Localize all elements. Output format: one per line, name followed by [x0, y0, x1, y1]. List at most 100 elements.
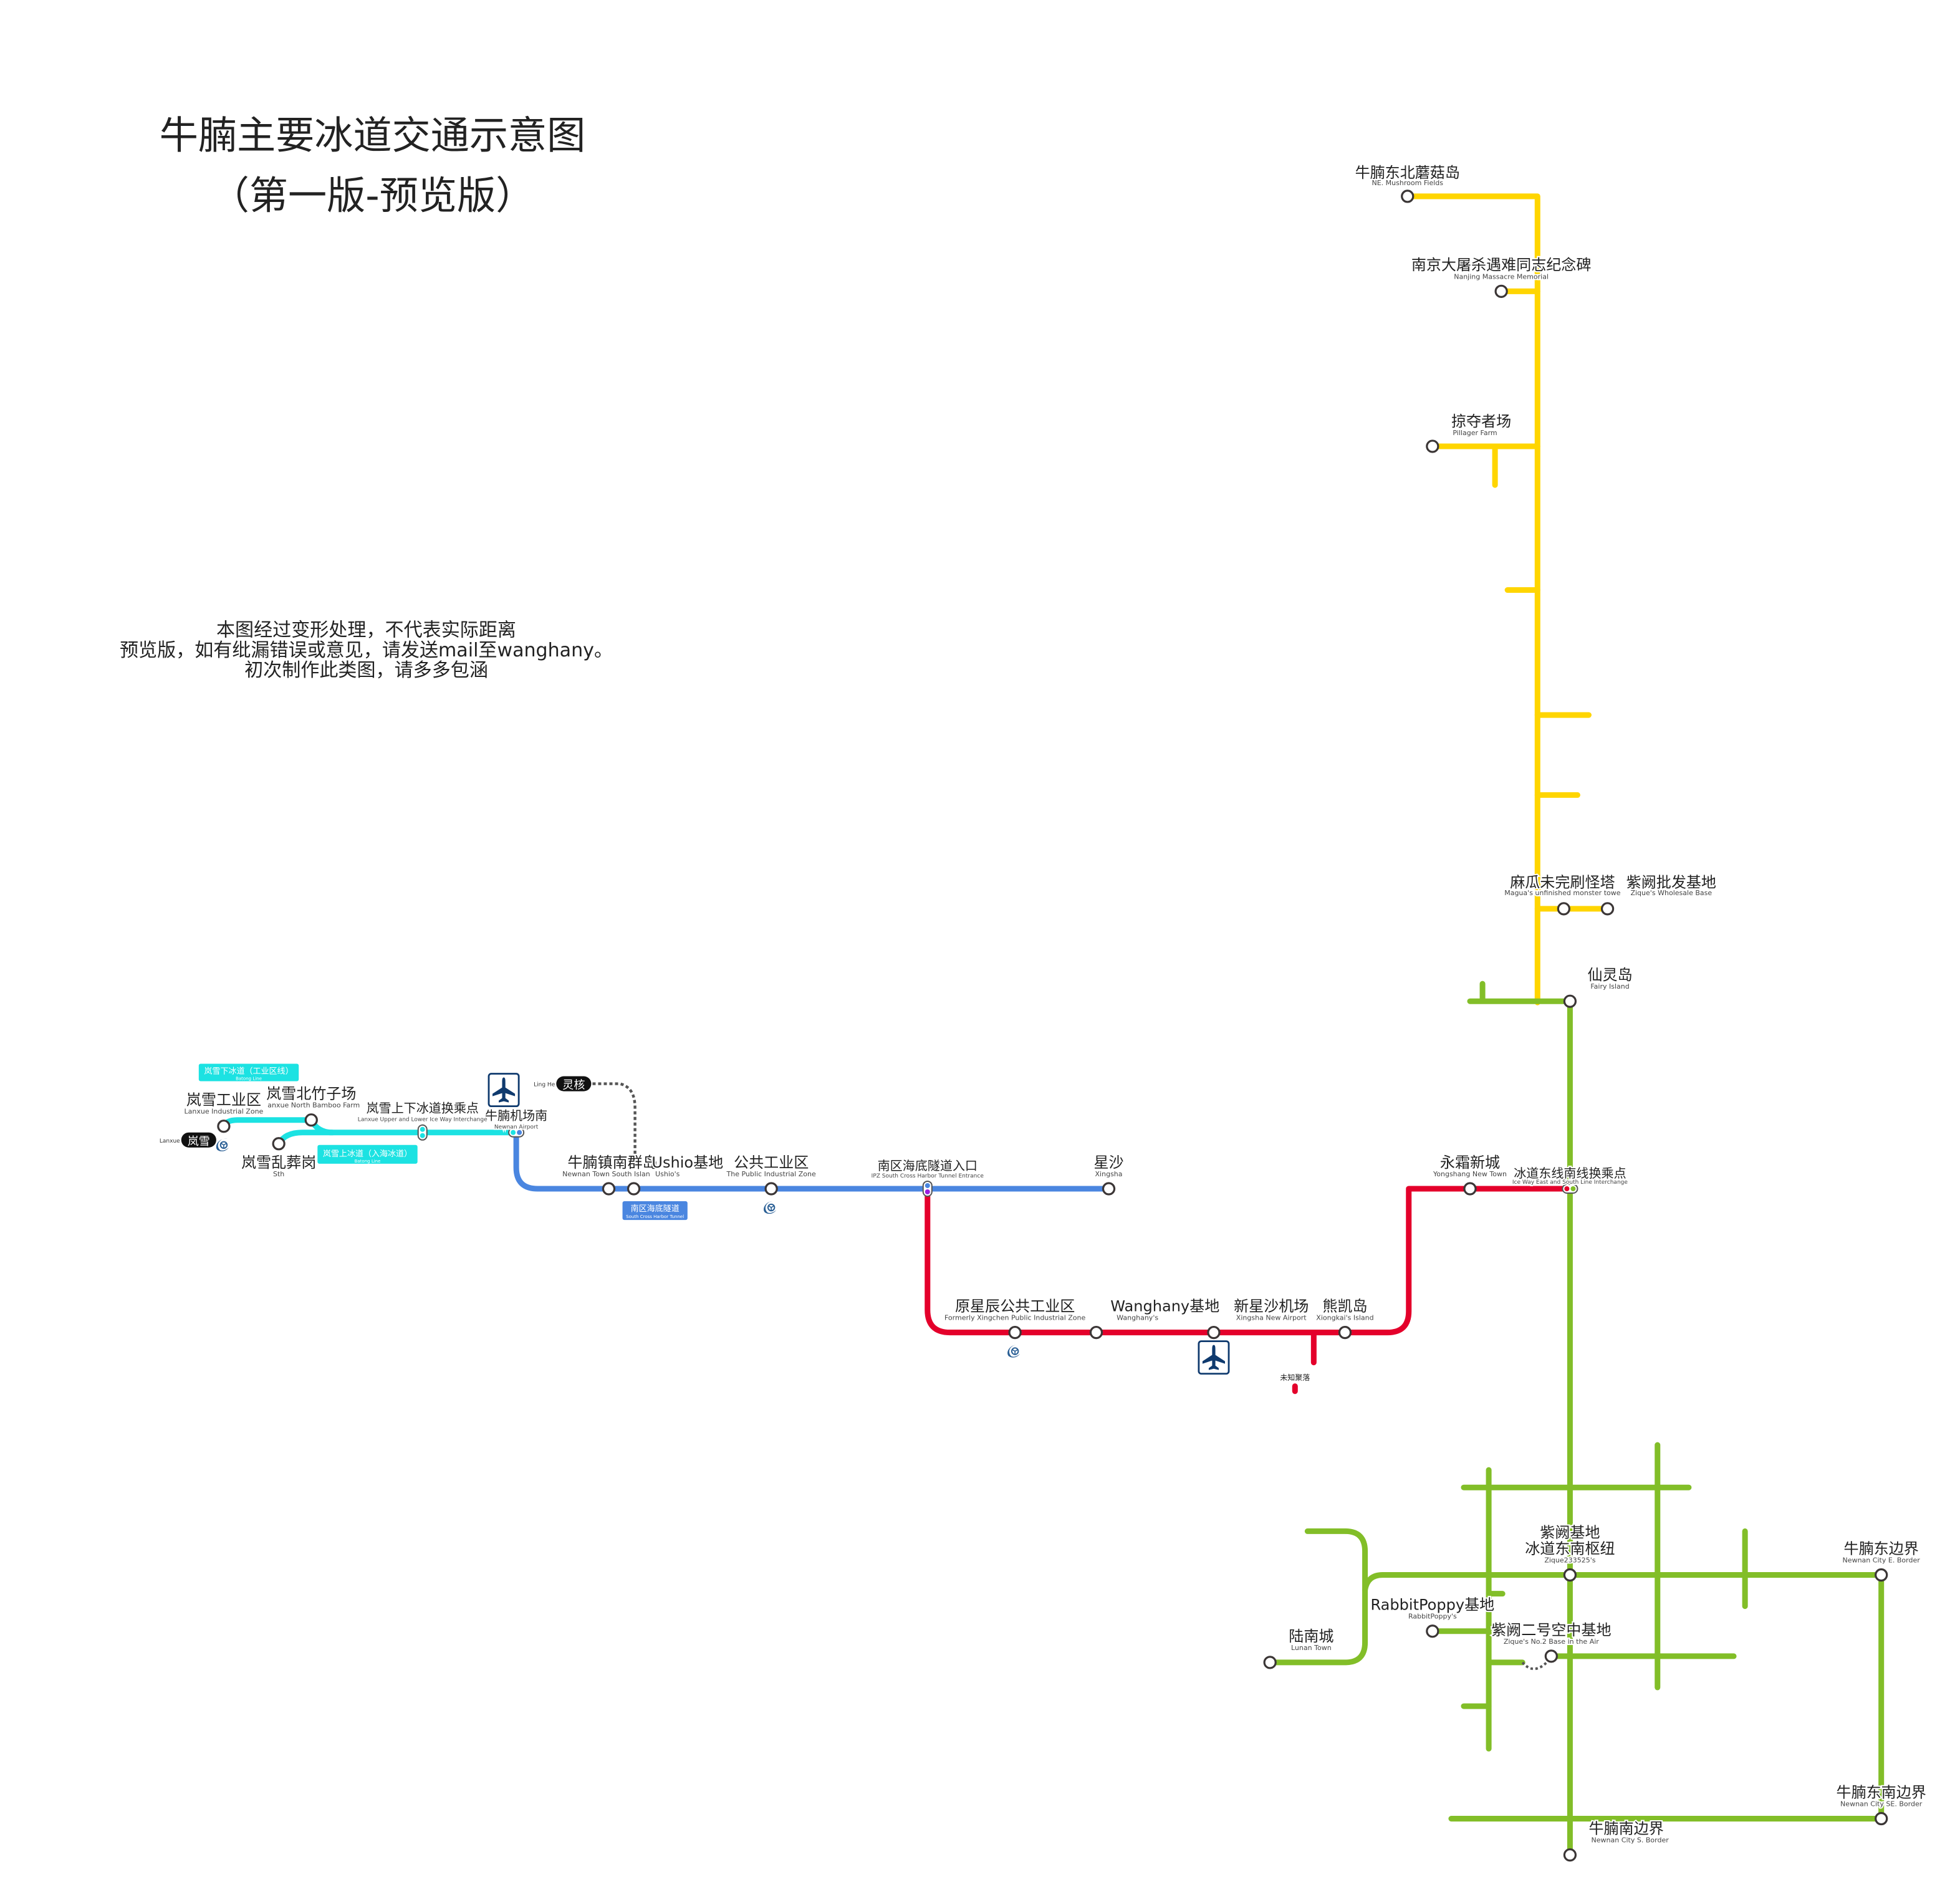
station-name: 岚雪工业区	[186, 1091, 261, 1109]
station-name-en: Lanxue Industrial Zone	[184, 1108, 263, 1116]
line-badge-lanxue-upper[interactable]: 岚雪上冰道（入海冰道） Batong Line	[317, 1144, 418, 1164]
station-name: 岚雪北竹子场	[266, 1085, 356, 1103]
line-badge-south-tunnel[interactable]: 南区海底隧道 South Cross Harbor Tunnel	[622, 1201, 688, 1221]
station-name: 永霜新城	[1440, 1154, 1500, 1171]
station-marker[interactable]	[1557, 902, 1571, 916]
station-name-en: Zique233525's	[1544, 1557, 1595, 1565]
station-name-en: Formerly Xingchen Public Industrial Zone	[944, 1314, 1086, 1322]
station-marker[interactable]	[1463, 1182, 1477, 1196]
svg-text:South Cross Harbor Tunnel: South Cross Harbor Tunnel	[626, 1214, 684, 1219]
transfer-tag-lanxue[interactable]: Lanxue 岚雪	[160, 1132, 216, 1148]
station-marker[interactable]	[1494, 284, 1508, 298]
interchange-marker[interactable]	[417, 1124, 428, 1141]
station-name: 南京大屠杀遇难同志纪念碑	[1411, 256, 1592, 274]
station-marker[interactable]	[1401, 190, 1415, 203]
station-marker[interactable]	[1089, 1325, 1103, 1340]
station-marker[interactable]	[1207, 1325, 1221, 1340]
swirl-logo-icon	[1007, 1344, 1021, 1358]
station-name: 仙灵岛	[1587, 966, 1632, 984]
station-marker[interactable]	[1563, 1848, 1577, 1862]
station-marker[interactable]	[304, 1113, 318, 1127]
transfer-tag-ling-he[interactable]: Ling He 灵核	[534, 1076, 592, 1092]
station-marker[interactable]	[1875, 1811, 1888, 1826]
station-name-en: NE. Mushroom Fields	[1372, 179, 1443, 187]
map-subtitle: （第一版-预览版）	[211, 173, 535, 218]
cyan-line	[221, 1117, 519, 1147]
station-name-en: RabbitPoppy's	[1408, 1613, 1457, 1621]
station-marker[interactable]	[1600, 902, 1615, 916]
station-name: 陆南城	[1289, 1628, 1333, 1645]
station-marker[interactable]	[1563, 1568, 1577, 1582]
station-name: 紫阙基地	[1540, 1523, 1600, 1541]
station-name: 紫阙批发基地	[1626, 874, 1716, 891]
station-name: 牛腩东北蘑菇岛	[1355, 164, 1460, 181]
station-name-en: Magua's unfinished monster towe	[1504, 889, 1621, 897]
station-name: 牛腩镇南群岛	[567, 1154, 657, 1171]
station-name-en: Pillager Farm	[1453, 429, 1497, 437]
svg-text:岚雪: 岚雪	[188, 1135, 210, 1148]
svg-text:岚雪上冰道（入海冰道）: 岚雪上冰道（入海冰道）	[323, 1149, 412, 1159]
station-name-en: Lanxue Upper and Lower Ice Way Interchan…	[358, 1117, 488, 1123]
station-marker[interactable]	[1544, 1649, 1558, 1663]
interchange-marker[interactable]	[1562, 1183, 1578, 1194]
svg-text:岚雪下冰道（工业区线）: 岚雪下冰道（工业区线）	[204, 1067, 293, 1077]
map-title: 牛腩主要冰道交通示意图	[160, 113, 586, 158]
station-marker[interactable]	[1008, 1325, 1022, 1340]
station-name: 岚雪上下冰道换乘点	[367, 1101, 479, 1116]
airport-icon	[488, 1073, 520, 1108]
station-name-en: Sth	[273, 1170, 284, 1178]
station-name: 未知聚落	[1280, 1373, 1310, 1382]
station-marker[interactable]	[1263, 1656, 1277, 1669]
station-name-en: Newnan Town South Islan	[562, 1170, 650, 1178]
station-name: Ushio基地	[651, 1154, 723, 1171]
station-name: 掠夺者场	[1451, 413, 1511, 430]
station-marker[interactable]	[1563, 994, 1577, 1008]
station-name: 岚雪乱葬岗	[241, 1154, 316, 1171]
station-name: 牛腩机场南	[485, 1108, 547, 1123]
station-name-en: Xingsha	[1095, 1170, 1122, 1178]
station-name-en: Yongshang New Town	[1433, 1170, 1507, 1178]
station-name: 紫阙二号空中基地	[1491, 1621, 1611, 1639]
station-name-en: Lunan Town	[1291, 1644, 1332, 1652]
red-line	[925, 1186, 1573, 1394]
station-marker[interactable]	[627, 1182, 641, 1196]
station-name: 牛腩南边界	[1589, 1820, 1664, 1838]
station-marker[interactable]	[1875, 1568, 1888, 1582]
station-marker[interactable]	[1338, 1325, 1352, 1340]
station-name: 熊凯岛	[1322, 1297, 1367, 1315]
interchange-marker[interactable]	[922, 1180, 933, 1197]
station-name: 冰道东南枢纽	[1525, 1540, 1615, 1557]
station-name: 新星沙机场	[1234, 1297, 1309, 1315]
station-name: Wanghany基地	[1110, 1297, 1219, 1315]
station-name-en: anxue North Bamboo Farm	[267, 1101, 360, 1110]
station-marker[interactable]	[764, 1182, 778, 1196]
station-name-en: Fairy Island	[1590, 982, 1629, 991]
station-marker[interactable]	[1426, 439, 1439, 453]
station-name-en: Nanjing Massacre Memorial	[1454, 272, 1549, 281]
station-name: 星沙	[1093, 1154, 1123, 1171]
blue-line	[513, 1131, 1112, 1192]
station-marker[interactable]	[602, 1182, 616, 1196]
station-marker[interactable]	[217, 1120, 231, 1133]
station-name: 牛腩东边界	[1844, 1540, 1919, 1557]
station-marker[interactable]	[1426, 1624, 1439, 1638]
station-name-en: Zique's No.2 Base in the Air	[1504, 1638, 1599, 1646]
station-name: 原星辰公共工业区	[955, 1297, 1075, 1315]
station-marker[interactable]	[272, 1137, 286, 1151]
interchange-marker[interactable]	[508, 1127, 525, 1138]
line-badge-lanxue-lower[interactable]: 岚雪下冰道（工业区线） Batong Line	[198, 1063, 299, 1082]
station-marker[interactable]	[1102, 1182, 1116, 1196]
svg-text:Batong Line: Batong Line	[355, 1158, 381, 1164]
station-name: 牛腩东南边界	[1837, 1783, 1926, 1801]
station-name-en: Ushio's	[655, 1170, 680, 1178]
yellow-line	[1405, 193, 1611, 1005]
svg-text:Batong Line: Batong Line	[236, 1076, 262, 1082]
station-name-en: Ice Way East and South Line Interchange	[1512, 1179, 1628, 1186]
station-name: 公共工业区	[734, 1154, 809, 1171]
station-name-en: Newnan Airport	[494, 1125, 539, 1131]
station-name-en: IPZ South Cross Harbor Tunnel Entrance	[872, 1173, 984, 1179]
svg-text:南区海底隧道: 南区海底隧道	[631, 1204, 680, 1214]
swirl-logo-icon	[763, 1200, 777, 1215]
svg-text:Ling He: Ling He	[534, 1082, 555, 1088]
